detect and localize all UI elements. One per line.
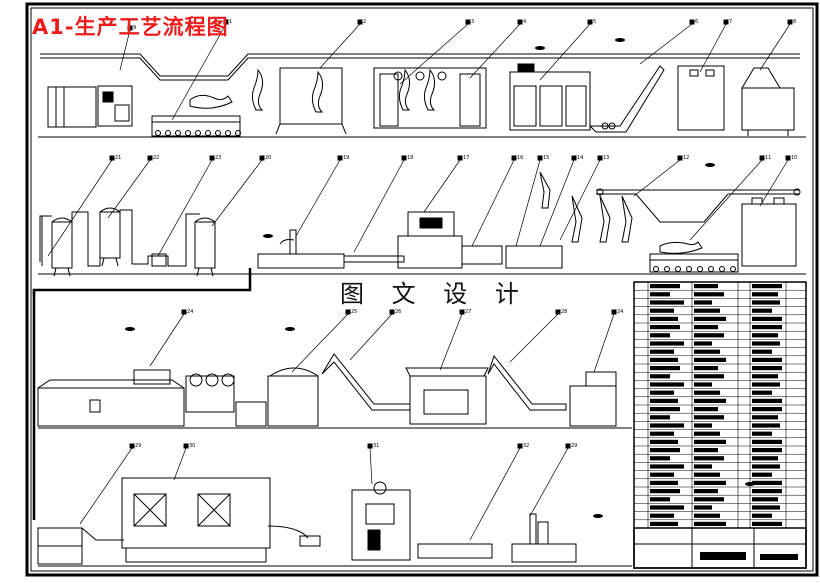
callout-number: 17 [463, 155, 469, 161]
callout-number: 32 [523, 443, 529, 449]
title-block [633, 527, 807, 569]
callout-number: 10 [791, 155, 797, 161]
row-4-packaging-line: 29 30 31 32 29 [37, 443, 577, 565]
drawing-frame [25, 2, 819, 577]
callout-number: 13 [603, 155, 609, 161]
callout-number: 1 [229, 19, 232, 25]
callout-number: 11 [765, 155, 771, 161]
callout-number: 20 [265, 155, 271, 161]
callout-number: 7 [729, 19, 732, 25]
watermark-text: 图 文 设 计 [340, 280, 529, 308]
callout-number: 18 [407, 155, 413, 161]
callout-number: 4 [523, 19, 526, 25]
drawing-title: A1-生产工艺流程图 [32, 15, 229, 39]
flow-markers [125, 38, 755, 518]
callout-number: 31 [373, 443, 379, 449]
parts-list-table [633, 281, 807, 569]
callout-number: 5 [593, 19, 596, 25]
floor-lines [38, 136, 806, 567]
callout-number: 15 [543, 155, 549, 161]
callout-number: 27 [465, 309, 471, 315]
callout-number: 24 [617, 309, 623, 315]
callout-number: 2 [363, 19, 366, 25]
callout-number: 9 [133, 25, 136, 31]
callout-number: 30 [189, 443, 195, 449]
row-3-cooking-line: 24 25 26 27 28 24 [37, 309, 623, 427]
callout-number: 22 [153, 155, 159, 161]
callout-number: 14 [577, 155, 583, 161]
callout-number: 25 [351, 309, 357, 315]
callout-number: 8 [793, 19, 796, 25]
callout-number: 26 [395, 309, 401, 315]
callout-number: 3 [471, 19, 474, 25]
callout-number: 6 [695, 19, 698, 25]
callout-number: 29 [135, 443, 141, 449]
callout-number: 12 [683, 155, 689, 161]
callout-number: 28 [561, 309, 567, 315]
callout-number: 16 [517, 155, 523, 161]
callout-number: 23 [215, 155, 221, 161]
callout-number: 19 [343, 155, 349, 161]
row-2-processing-line: 21 22 23 20 19 18 17 16 15 14 13 12 11 10 [32, 155, 801, 520]
callout-number: 24 [187, 309, 193, 315]
callout-number: 29 [571, 443, 577, 449]
row-1-slaughter-line: 1 2 3 4 5 6 7 8 9 [40, 19, 800, 137]
callout-number: 21 [115, 155, 121, 161]
